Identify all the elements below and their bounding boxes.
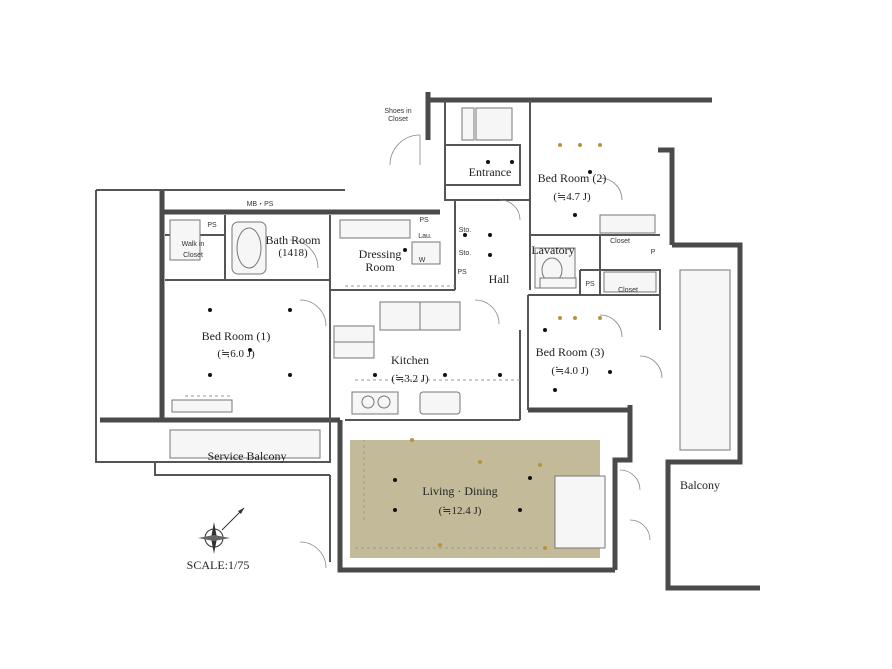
label-hall: Hall (489, 272, 510, 286)
label-bedroom1-area: (≒6.0 J) (217, 348, 255, 360)
label-w: W (419, 257, 426, 264)
label-kitchen: Kitchen (391, 353, 429, 367)
label-ps-1: PS (207, 222, 217, 229)
label-walk-in-closet-1: Walk in (182, 241, 205, 248)
label-closet-1: Closet (610, 238, 630, 245)
label-shoes-in-closet-1: Shoes in (384, 108, 411, 115)
label-ps-3: PS (457, 269, 467, 276)
fixtures (169, 107, 731, 549)
label-bedroom2: Bed Room (2) (538, 171, 607, 185)
label-closet-2: Closet (618, 287, 638, 294)
label-service-balcony: Service Balcony (208, 449, 287, 463)
label-bedroom3: Bed Room (3) (536, 345, 605, 359)
label-dressing-room-1: Dressing (359, 247, 402, 261)
label-living-dining-area: (≒12.4 J) (439, 505, 482, 517)
door-swings (289, 134, 663, 569)
interior-walls (165, 100, 661, 421)
label-kitchen-area: (≒3.2 J) (391, 373, 429, 385)
label-p: P (651, 249, 656, 256)
label-bath-room-size: (1418) (278, 247, 308, 259)
compass-rose-icon (198, 507, 245, 554)
label-dressing-room-2: Room (365, 260, 395, 274)
label-living-dining: Living · Dining (422, 484, 497, 498)
label-bath-room: Bath Room (265, 233, 321, 247)
label-mb-ps: MB・PS (247, 201, 274, 208)
scale-label: SCALE:1/75 (187, 558, 250, 572)
label-ps-4: PS (585, 281, 595, 288)
label-sto-2: Sto. (459, 250, 472, 257)
label-bedroom2-area: (≒4.7 J) (553, 191, 591, 203)
label-ps-2: PS (419, 217, 429, 224)
light-points (208, 143, 612, 550)
label-entrance: Entrance (469, 165, 512, 179)
outer-walls (95, 92, 760, 591)
label-bedroom1: Bed Room (1) (202, 329, 271, 343)
label-shoes-in-closet-2: Closet (388, 116, 408, 123)
label-bedroom3-area: (≒4.0 J) (551, 365, 589, 377)
label-lavatory: Lavatory (531, 243, 574, 257)
label-balcony: Balcony (680, 478, 720, 492)
label-lau: Lau. (418, 233, 432, 240)
dashed-lines (185, 285, 540, 549)
room-labels: Shoes in Closet Entrance Bed Room (2) (≒… (182, 108, 720, 517)
label-walk-in-closet-2: Closet (183, 252, 203, 259)
label-sto-1: Sto. (459, 227, 472, 234)
